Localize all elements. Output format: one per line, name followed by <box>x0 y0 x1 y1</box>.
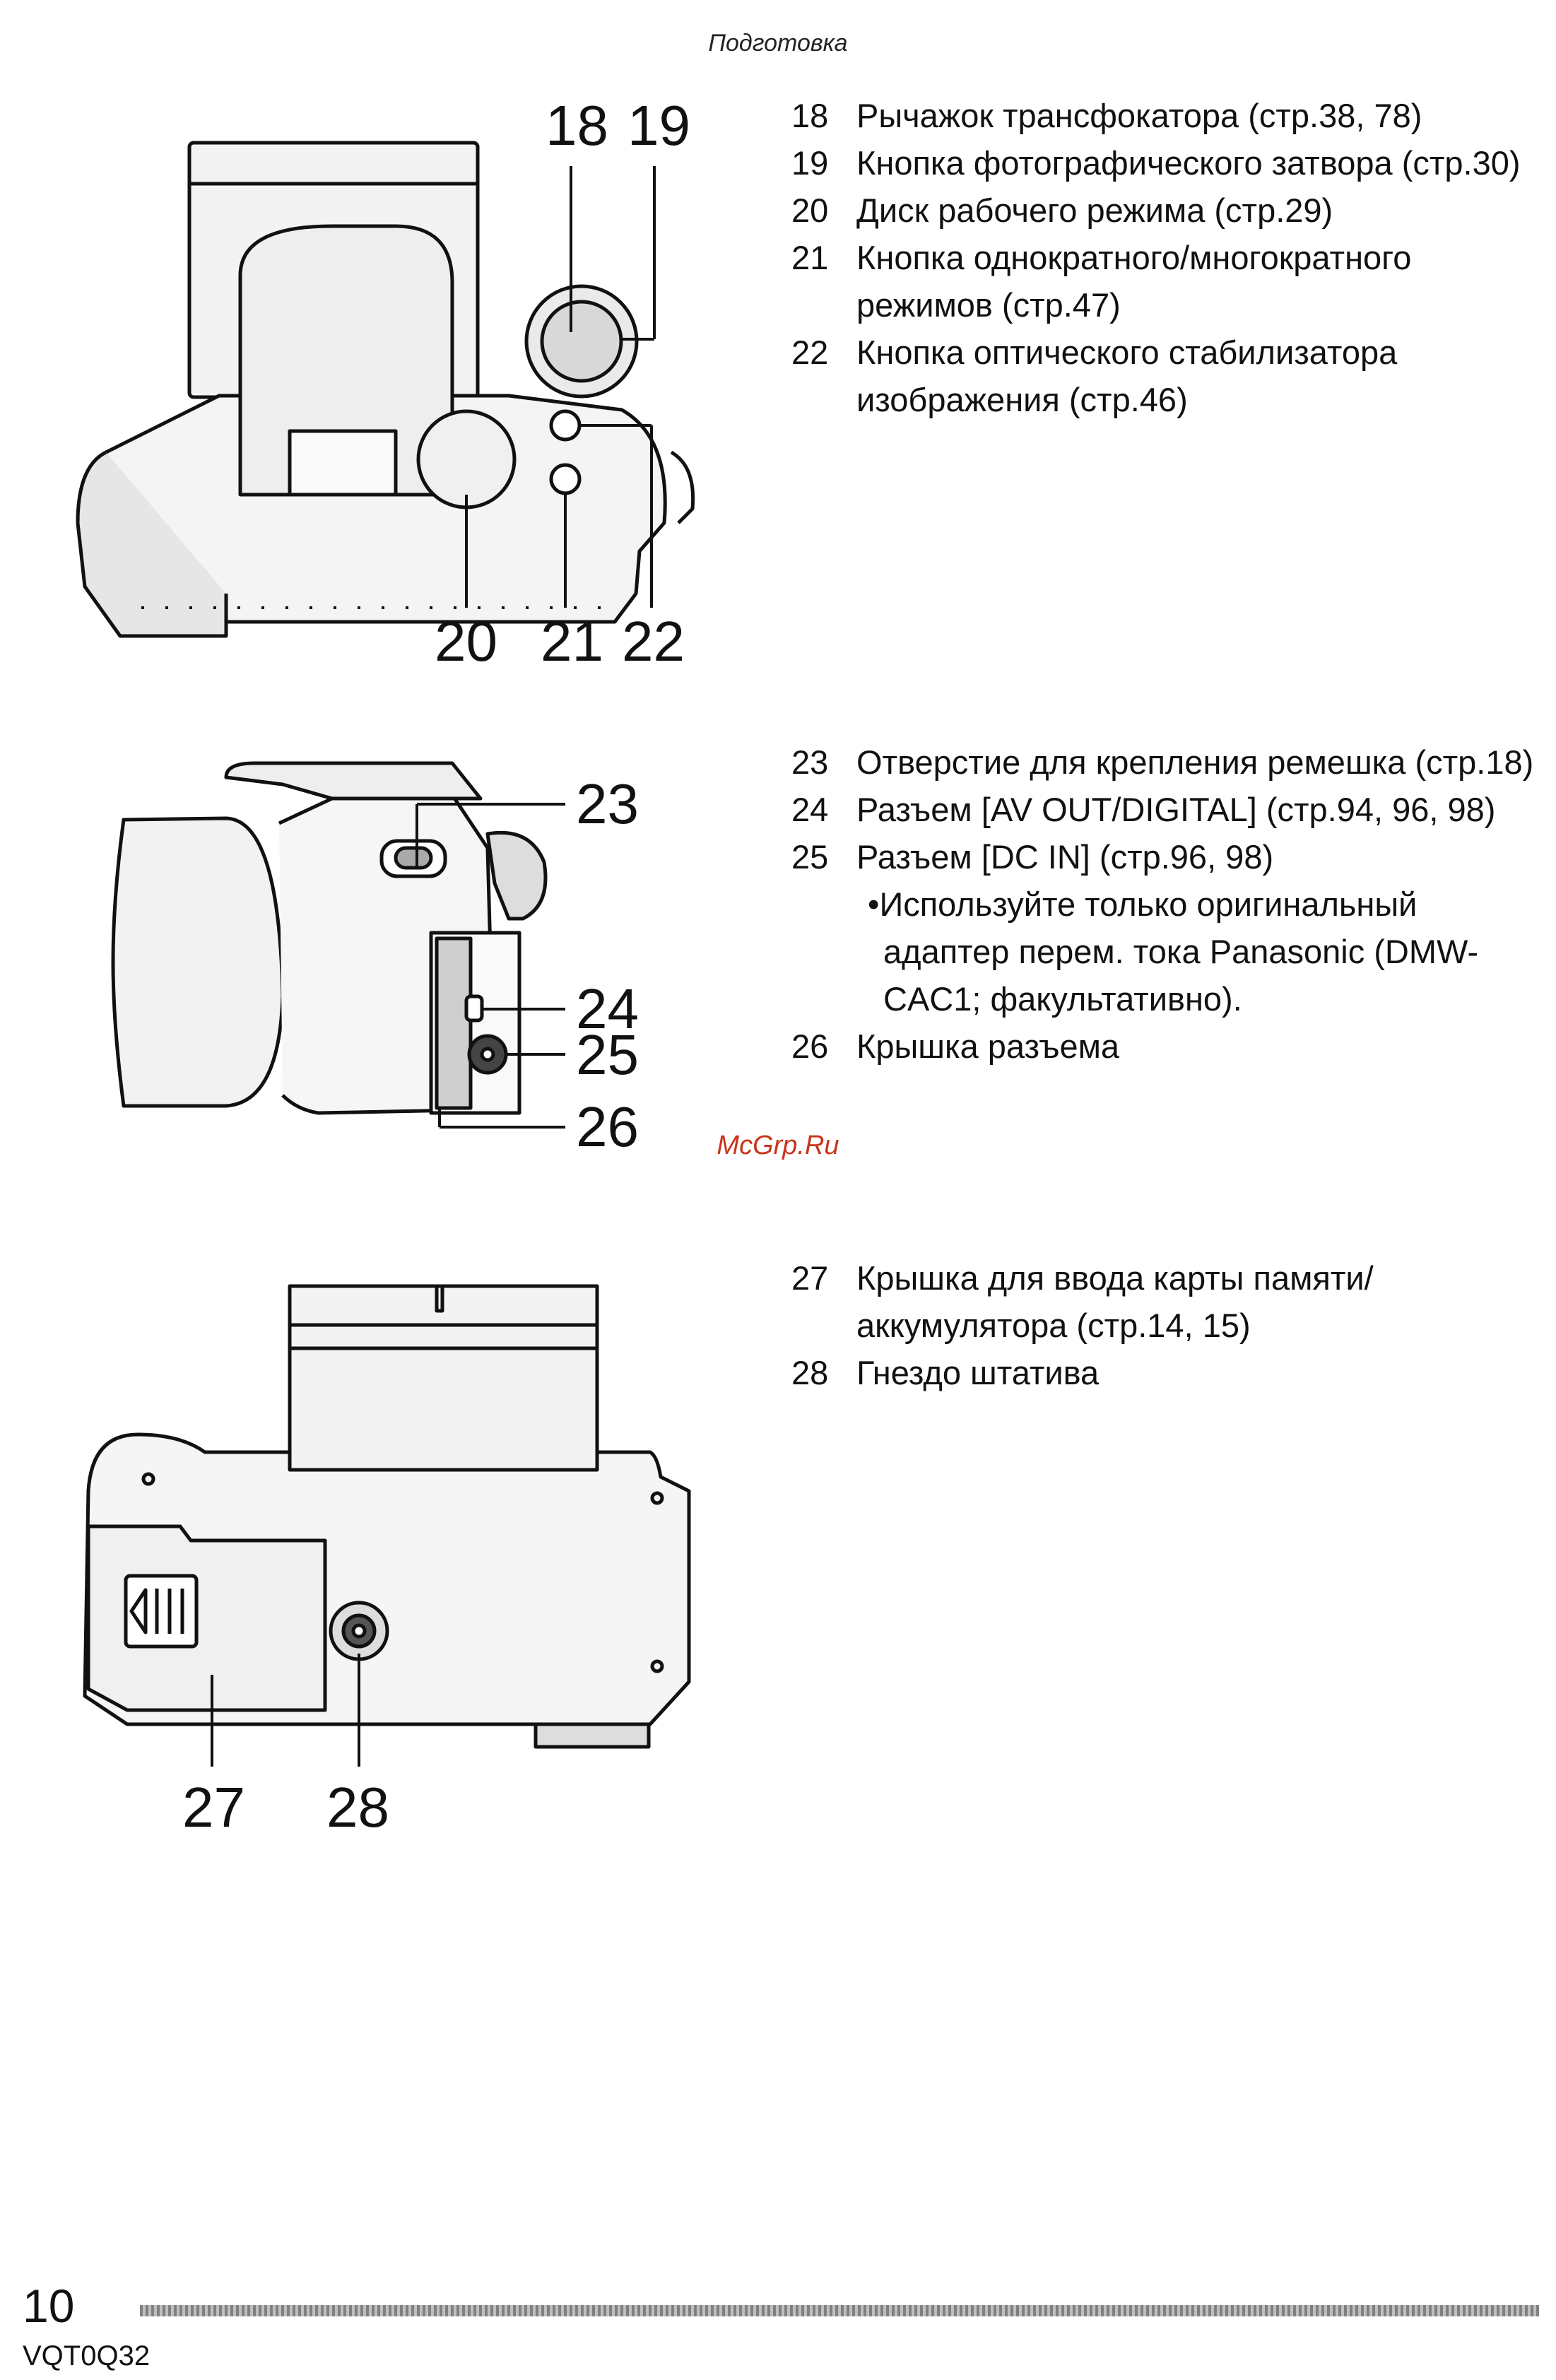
callout-19: 19 <box>627 99 690 157</box>
footer-rule <box>140 2305 1539 2316</box>
page-number: 10 <box>23 2280 75 2332</box>
callout-24: 24 <box>576 977 639 1040</box>
camera-top-view-drawing: 18 19 20 21 22 <box>76 99 695 673</box>
adapter-note: •Используйте только оригинальный адаптер… <box>868 885 1479 1018</box>
camera-side-view-drawing: 23 24 25 26 <box>111 761 639 1158</box>
section-header: Подготовка <box>708 30 848 57</box>
callout-18: 18 <box>546 99 608 157</box>
callout-20: 20 <box>435 610 497 673</box>
callout-27: 27 <box>182 1776 245 1839</box>
camera-side-view-figure: 23 24 25 26 <box>0 742 749 1194</box>
camera-bottom-view-figure: 27 28 <box>0 1258 749 1866</box>
callout-21: 21 <box>541 610 603 673</box>
callout-28: 28 <box>326 1776 389 1839</box>
callout-23: 23 <box>576 772 639 835</box>
document-code: VQT0Q32 <box>23 2340 151 2372</box>
camera-top-view-figure: 18 19 20 21 22 <box>0 99 749 678</box>
watermark: McGrp.Ru <box>717 1131 839 1160</box>
callout-26: 26 <box>576 1095 639 1158</box>
camera-bottom-view-drawing: 27 28 <box>83 1284 691 1839</box>
callout-22: 22 <box>622 610 685 673</box>
callout-25: 25 <box>576 1023 639 1086</box>
